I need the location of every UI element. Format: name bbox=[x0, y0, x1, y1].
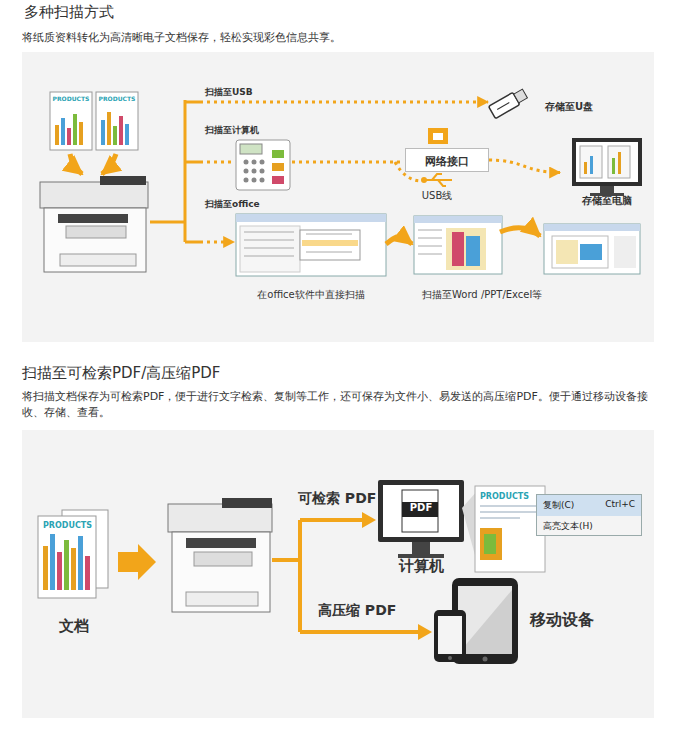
output-screenshot: 扫描至Word /PPT/Excel等 bbox=[412, 212, 648, 304]
office-screenshot: 在office软件中直接扫描 bbox=[236, 212, 386, 304]
connector-arrow bbox=[489, 160, 560, 173]
branch-label: 可检索 PDF bbox=[298, 490, 376, 508]
usb-drive: 存储至U盘 bbox=[485, 84, 595, 120]
branch-label: 扫描至USB bbox=[205, 86, 253, 99]
node-text: 网络接口 bbox=[406, 154, 488, 169]
branch-label: 扫描至计算机 bbox=[205, 124, 259, 137]
node-text: 存储至电脑 bbox=[560, 194, 654, 208]
section-title: 多种扫描方式 bbox=[24, 3, 114, 22]
subtitle: 将纸质资料转化为高清晰电子文档保存，轻松实现彩色信息共享。 bbox=[22, 30, 341, 45]
node-text: PRODUCTS bbox=[43, 521, 92, 530]
node-text: 扫描至Word /PPT/Excel等 bbox=[422, 288, 542, 302]
node-text: 存储至U盘 bbox=[545, 100, 593, 114]
usb-cable: USB线 bbox=[413, 188, 461, 204]
interface-box: 网络接口 bbox=[405, 148, 489, 172]
mobile-devices: 移动设备 bbox=[430, 576, 600, 668]
branch-label: 高压缩 PDF bbox=[318, 602, 396, 620]
document: PRODUCTS 文档 bbox=[38, 512, 110, 638]
node-text: 文档 bbox=[38, 617, 110, 636]
description: 将扫描文档保存为可检索PDF，便于进行文字检索、复制等工作，还可保存为文件小、易… bbox=[22, 389, 662, 421]
node-text: 在office软件中直接扫描 bbox=[236, 288, 386, 302]
section-title: 扫描至可检索PDF/高压缩PDF bbox=[22, 364, 221, 383]
computer-monitor: 存储至电脑 bbox=[560, 135, 654, 210]
node-text: PRODUCTS bbox=[480, 492, 529, 501]
node-text: PRODUCTS bbox=[96, 95, 138, 102]
computer-monitor: PDF 计算机 bbox=[376, 478, 466, 578]
document: PRODUCTS bbox=[50, 92, 92, 150]
node-text: PDF bbox=[376, 502, 466, 513]
node-text: 高亮文本(H) bbox=[543, 520, 593, 533]
node-text: USB线 bbox=[413, 189, 461, 203]
context-menu: 复制(C) Ctrl+C 高亮文本(H) bbox=[536, 494, 642, 536]
branch-label: 扫描至office bbox=[205, 198, 260, 211]
document: PRODUCTS bbox=[96, 92, 138, 150]
pdf-preview: PRODUCTS bbox=[475, 486, 545, 572]
node-text: PRODUCTS bbox=[50, 95, 92, 102]
node-text: 计算机 bbox=[376, 557, 466, 576]
node-text: Ctrl+C bbox=[605, 499, 635, 509]
node-text: 复制(C) bbox=[543, 499, 574, 512]
connector-arrow bbox=[386, 237, 412, 245]
node-text: 移动设备 bbox=[530, 610, 594, 631]
